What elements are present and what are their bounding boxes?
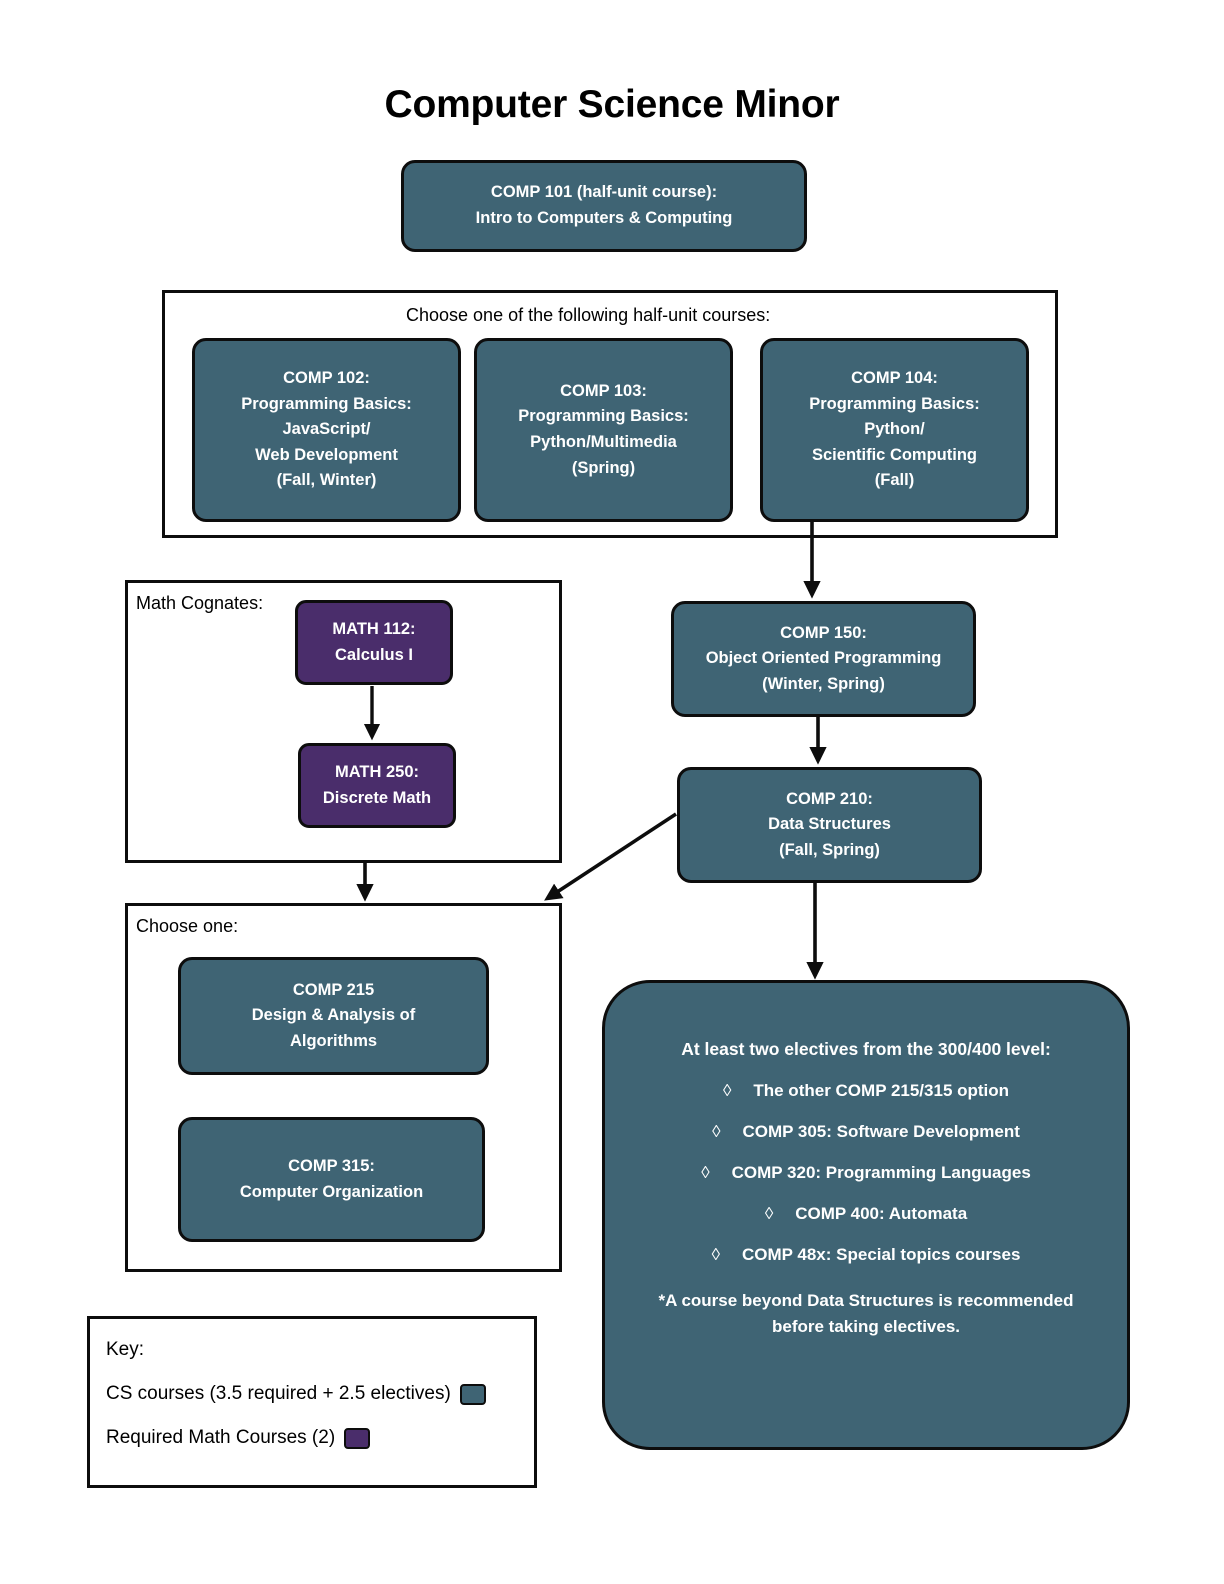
node-comp-104[interactable]: COMP 104: Programming Basics: Python/ Sc… — [760, 338, 1029, 522]
node-comp-210-line-3: (Fall, Spring) — [779, 840, 880, 859]
node-comp-215-line-2: Design & Analysis of — [251, 1006, 416, 1025]
node-comp-210[interactable]: COMP 210: Data Structures (Fall, Spring) — [677, 767, 982, 883]
legend-entry-math: Required Math Courses (2) — [106, 1427, 518, 1449]
diamond-bullet-icon: ◊ — [701, 1163, 710, 1182]
node-comp-102[interactable]: COMP 102: Programming Basics: JavaScript… — [192, 338, 461, 522]
node-comp-215[interactable]: COMP 215 Design & Analysis of Algorithms — [178, 957, 489, 1075]
node-comp-102-line-4: Web Development — [255, 445, 398, 464]
node-math-112[interactable]: MATH 112: Calculus I — [295, 600, 453, 685]
node-comp-150-line-3: (Winter, Spring) — [762, 674, 885, 693]
node-comp-215-line-1: COMP 215 — [292, 980, 375, 999]
node-math-250-line-1: MATH 250: — [334, 762, 420, 781]
diamond-bullet-icon: ◊ — [711, 1245, 720, 1264]
panel-choose-one-caption: Choose one: — [136, 916, 239, 936]
node-comp-101-line-1: COMP 101 (half-unit course): — [490, 183, 718, 202]
electives-option-1: ◊ The other COMP 215/315 option — [723, 1081, 1009, 1101]
diamond-bullet-icon: ◊ — [764, 1204, 774, 1223]
node-comp-102-line-1: COMP 102: — [283, 369, 370, 388]
electives-option-1-label: The other COMP 215/315 option — [753, 1081, 1010, 1100]
node-comp-104-line-3: Python/ — [864, 420, 925, 439]
legend-title-label: Key: — [106, 1339, 145, 1360]
legend-swatch-cs-icon — [459, 1383, 486, 1405]
node-comp-102-line-2: Programming Basics: — [241, 394, 412, 413]
node-math-250-line-2: Discrete Math — [322, 788, 432, 807]
legend-title: Key: — [106, 1339, 518, 1361]
page-title: Computer Science Minor — [384, 83, 840, 126]
node-comp-103-line-2: Programming Basics: — [518, 407, 689, 426]
node-math-112-line-1: MATH 112: — [332, 619, 416, 638]
node-comp-102-line-5: (Fall, Winter) — [276, 471, 377, 490]
legend-entry-cs: CS courses (3.5 required + 2.5 electives… — [106, 1383, 518, 1405]
arrow-comp210-to-choose-one — [544, 812, 677, 901]
node-comp-104-line-2: Programming Basics: — [809, 394, 980, 413]
electives-option-3-label: COMP 320: Programming Languages — [731, 1163, 1031, 1182]
legend-swatch-math-icon — [344, 1427, 371, 1449]
diamond-bullet-icon: ◊ — [712, 1122, 721, 1141]
node-comp-101-line-2: Intro to Computers & Computing — [475, 209, 733, 227]
node-comp-210-line-2: Data Structures — [768, 815, 891, 834]
electives-heading: At least two electives from the 300/400 … — [681, 1039, 1051, 1059]
legend-key-box: Key: CS courses (3.5 required + 2.5 elec… — [87, 1316, 537, 1488]
node-comp-104-line-5: (Fall) — [874, 471, 915, 490]
node-comp-103[interactable]: COMP 103: Programming Basics: Python/Mul… — [474, 338, 733, 522]
electives-option-4: ◊ COMP 400: Automata — [765, 1204, 967, 1224]
node-comp-315[interactable]: COMP 315: Computer Organization — [178, 1117, 485, 1242]
electives-option-3: ◊ COMP 320: Programming Languages — [701, 1163, 1031, 1183]
panel-choose-half-unit-caption: Choose one of the following half-unit co… — [406, 305, 771, 325]
node-comp-101[interactable]: COMP 101 (half-unit course): Intro to Co… — [401, 160, 807, 252]
node-comp-104-line-4: Scientific Computing — [812, 445, 977, 464]
diamond-bullet-icon: ◊ — [722, 1081, 732, 1100]
electives-option-2-label: COMP 305: Software Development — [742, 1122, 1020, 1141]
node-comp-315-line-1: COMP 315: — [288, 1156, 375, 1175]
node-math-250[interactable]: MATH 250: Discrete Math — [298, 743, 456, 828]
node-comp-215-line-3: Algorithms — [289, 1031, 378, 1050]
panel-math-cognates-caption: Math Cognates: — [136, 593, 264, 613]
node-comp-315-line-2: Computer Organization — [239, 1182, 424, 1201]
node-comp-104-line-1: COMP 104: — [851, 369, 938, 388]
node-comp-103-line-1: COMP 103: — [560, 381, 647, 400]
node-math-112-line-2: Calculus I — [335, 645, 413, 664]
electives-option-4-label: COMP 400: Automata — [795, 1204, 968, 1223]
electives-option-2: ◊ COMP 305: Software Development — [712, 1122, 1020, 1142]
legend-entry-math-label: Required Math Courses (2) — [106, 1427, 336, 1448]
node-comp-210-line-1: COMP 210: — [786, 789, 873, 808]
node-electives[interactable]: At least two electives from the 300/400 … — [602, 980, 1130, 1450]
node-comp-150[interactable]: COMP 150: Object Oriented Programming (W… — [671, 601, 976, 717]
node-comp-103-line-3: Python/Multimedia — [530, 433, 677, 451]
node-comp-103-line-4: (Spring) — [571, 458, 636, 477]
node-comp-150-line-2: Object Oriented Programming — [705, 649, 942, 668]
node-comp-150-line-1: COMP 150: — [780, 623, 867, 642]
electives-option-5: ◊ COMP 48x: Special topics courses — [712, 1245, 1021, 1265]
legend-entry-cs-label: CS courses (3.5 required + 2.5 electives… — [106, 1383, 451, 1404]
electives-option-5-label: COMP 48x: Special topics courses — [741, 1245, 1021, 1264]
electives-footnote-line-1: *A course beyond Data Structures is reco… — [658, 1291, 1074, 1310]
electives-footnote: *A course beyond Data Structures is reco… — [627, 1288, 1105, 1339]
node-comp-102-line-3: JavaScript/ — [282, 420, 371, 439]
electives-footnote-line-2: before taking electives. — [771, 1316, 961, 1336]
